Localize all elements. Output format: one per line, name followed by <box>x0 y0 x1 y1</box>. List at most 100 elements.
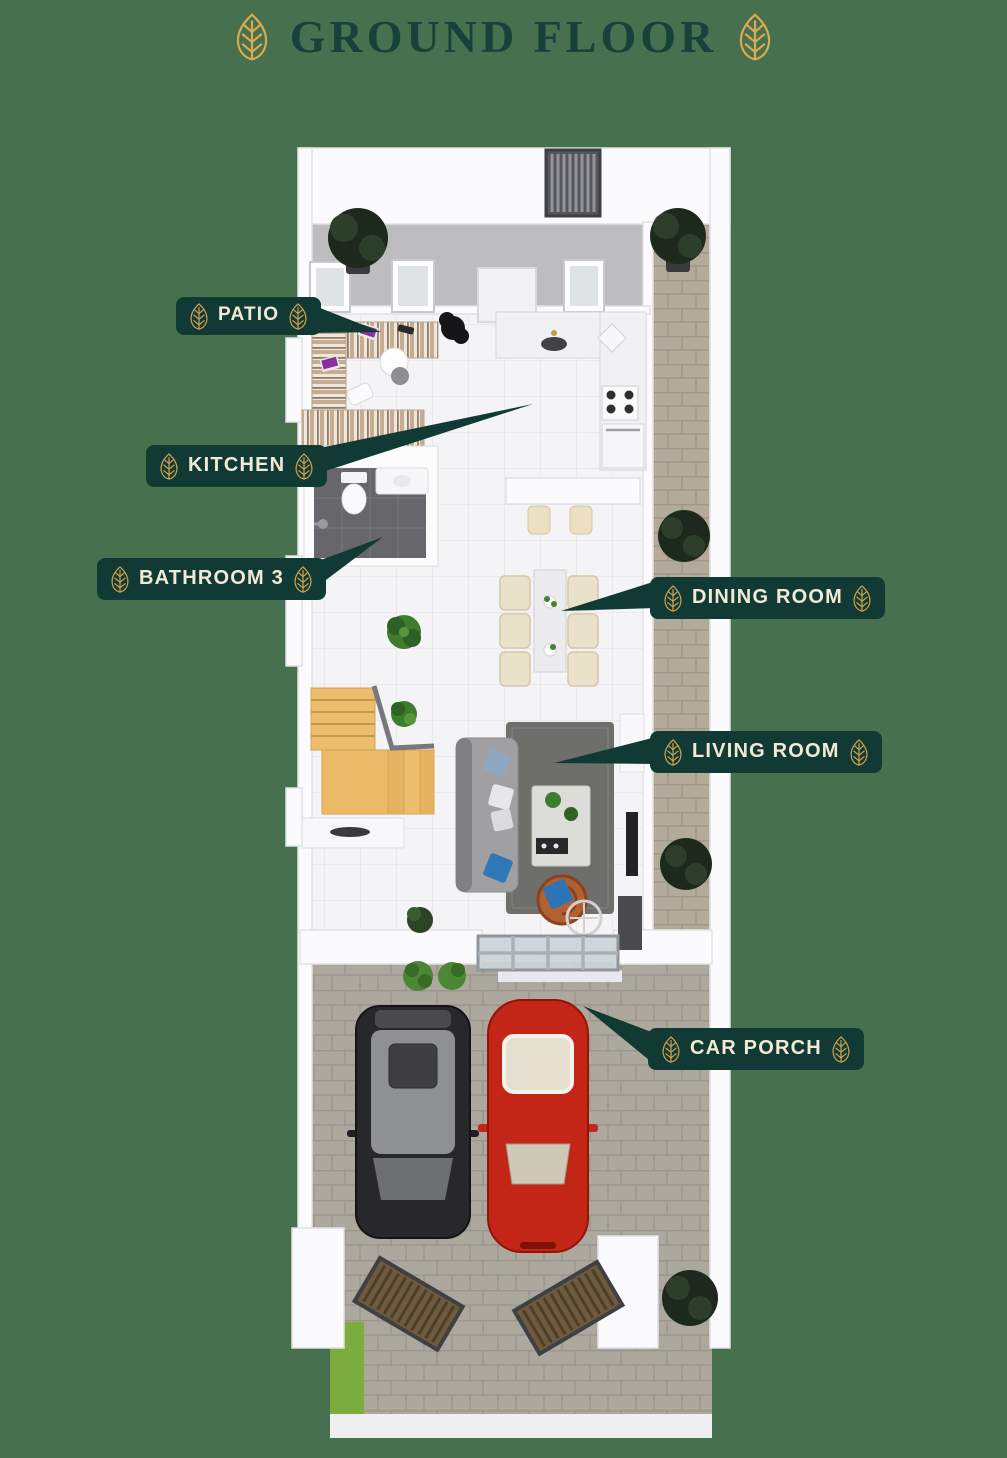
pointer-dining-room <box>561 581 656 611</box>
leaf-icon <box>293 566 313 593</box>
room-label-text: KITCHEN <box>188 453 286 476</box>
indoor-plant <box>387 615 421 649</box>
leaf-icon <box>852 585 872 612</box>
glass-canopy <box>476 934 620 972</box>
dining-chair <box>499 651 531 687</box>
patio-stool <box>391 367 409 385</box>
pointer-bathroom-3 <box>310 537 383 592</box>
back-gate <box>544 148 602 218</box>
entry-step <box>498 970 622 982</box>
desk-item <box>397 324 415 335</box>
tv <box>626 812 638 876</box>
front-grill <box>520 1242 556 1249</box>
pointer-patio <box>310 304 381 333</box>
floor-fan <box>565 899 603 937</box>
staircase <box>310 685 435 815</box>
laptop <box>319 354 341 373</box>
driveway-gates <box>351 1255 626 1357</box>
toilet <box>341 472 367 515</box>
living-room-area <box>301 713 645 950</box>
room-label-bathroom-3: BATHROOM 3 <box>97 558 326 600</box>
shrub <box>438 962 466 990</box>
indoor-plant <box>407 907 433 933</box>
cushion <box>490 808 514 832</box>
roof-glass <box>502 1034 574 1094</box>
left-wall-bump <box>285 787 303 847</box>
bar-stool <box>527 505 551 535</box>
cushion <box>488 784 514 810</box>
centerpiece <box>543 595 557 609</box>
vanity <box>375 467 429 495</box>
windshield <box>505 1143 571 1185</box>
room-label-patio: PATIO <box>176 297 322 335</box>
dining-chair <box>567 613 599 649</box>
black-suv <box>347 1005 479 1239</box>
potted-plant <box>660 838 712 890</box>
left-wall-bump <box>285 337 303 423</box>
leaf-icon <box>294 453 314 480</box>
leaf-icon <box>288 303 308 330</box>
centerpiece <box>543 643 557 657</box>
bar-stool <box>569 505 593 535</box>
room-label-text: DINING ROOM <box>692 585 843 608</box>
tv-console <box>618 896 642 950</box>
label-pointers <box>310 304 656 1064</box>
pointer-living-room <box>554 737 656 764</box>
red-sedan <box>478 999 598 1253</box>
coffee-table <box>531 785 591 867</box>
room-label-text: LIVING ROOM <box>692 739 840 762</box>
gate-pillar-left <box>291 1227 345 1349</box>
room-label-text: CAR PORCH <box>690 1036 822 1059</box>
leaf-icon <box>663 585 683 612</box>
leaf-icon <box>189 303 209 330</box>
oven-cabinet <box>601 423 645 469</box>
potted-plant <box>650 208 706 272</box>
gas-stove <box>601 385 639 421</box>
pointer-kitchen <box>310 404 533 476</box>
window <box>391 259 435 313</box>
room-label-dining-room: DINING ROOM <box>650 577 885 619</box>
leaf-icon <box>110 566 130 593</box>
sofa <box>455 737 519 893</box>
pointer-car-porch <box>583 1006 654 1064</box>
rear-window <box>375 1010 451 1028</box>
accent-chair <box>536 874 588 926</box>
shrub <box>403 961 433 991</box>
room-label-kitchen: KITCHEN <box>146 445 328 487</box>
sunroof <box>388 1043 438 1089</box>
indoor-plant <box>391 701 417 727</box>
porch-wall-left <box>299 929 483 965</box>
dining-chair <box>567 651 599 687</box>
page-header: GROUND FLOOR <box>0 10 1007 63</box>
leaf-icon <box>831 1036 851 1063</box>
black-plant <box>439 312 469 344</box>
dining-area <box>499 569 599 687</box>
windshield <box>373 1158 453 1200</box>
rear-windows <box>309 259 605 323</box>
stair-railing <box>371 685 435 751</box>
leaf-icon <box>849 739 869 766</box>
cushion <box>483 749 511 777</box>
kitchen-sink <box>541 337 567 351</box>
leaf-icon <box>663 739 683 766</box>
dining-table <box>533 569 567 673</box>
kitchen-island <box>505 477 641 505</box>
cushion <box>483 853 513 883</box>
potted-plant <box>328 208 388 274</box>
leaf-icon <box>661 1036 681 1063</box>
window <box>563 259 605 313</box>
gate-panel-right <box>511 1259 626 1357</box>
patio-chair <box>346 382 374 406</box>
room-label-text: BATHROOM 3 <box>139 566 284 589</box>
fish-decor <box>330 827 370 837</box>
room-label-text: PATIO <box>218 304 280 325</box>
sideboard <box>301 817 405 849</box>
dining-chair <box>499 613 531 649</box>
gate-panel-left <box>351 1255 466 1353</box>
potted-plants <box>328 208 718 1326</box>
corner-bush <box>662 1270 718 1326</box>
faucet <box>551 330 557 336</box>
leaf-icon <box>159 453 179 480</box>
